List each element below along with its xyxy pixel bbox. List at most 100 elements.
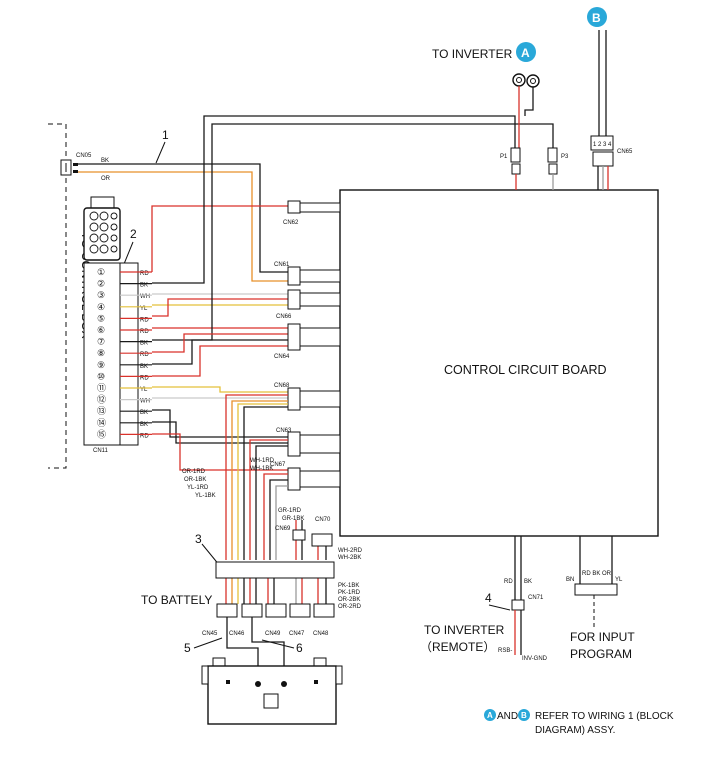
cn71-label: CN71	[528, 595, 544, 601]
cn71-bk-label: BK	[524, 579, 532, 585]
cn11-pin-number: ⑧	[97, 348, 105, 358]
inv-gnd-label: INV-GND	[522, 656, 548, 662]
wire-label-yl1bk: YL-1BK	[195, 493, 216, 499]
cn11-wire-color: RD	[140, 329, 149, 335]
remote-label-1: TO INVERTER	[424, 623, 505, 637]
bn-label: BN	[566, 577, 574, 583]
yl-label: YL	[615, 577, 623, 583]
cn70-connector	[311, 533, 333, 547]
cn11-wire-color: BK	[140, 422, 148, 428]
cn47-label: CN47	[289, 631, 305, 637]
wire-label-wh1bk: WH-1BK	[250, 466, 273, 472]
note-badge-b: B	[521, 711, 527, 720]
cn11-wire-color: BK	[140, 364, 148, 370]
cn05-bk-label: BK	[101, 158, 109, 164]
cn11-pin-number: ⑫	[97, 395, 106, 405]
to-inverter-label: TO INVERTER	[432, 47, 513, 61]
callout-4: 4	[485, 591, 492, 605]
cn11-pin-number: ⑭	[97, 418, 106, 428]
cn05-label: CN05	[76, 153, 92, 159]
harness-clamp	[215, 561, 335, 579]
wire-label-gr1bk: GR-1BK	[282, 516, 304, 522]
cn48-label: CN48	[313, 631, 329, 637]
p3-label: P3	[561, 154, 569, 160]
cn11-label: CN11	[93, 448, 109, 454]
note-and: AND	[497, 711, 518, 722]
wire-label-wh1rd: WH-1RD	[250, 458, 275, 464]
cn66-label: CN66	[276, 314, 292, 320]
cn11-wire-color: BK	[140, 410, 148, 416]
cn11-wire-color: RD	[140, 271, 149, 277]
note-text-1: REFER TO WIRING 1 (BLOCK	[535, 711, 674, 722]
p1-label: P1	[500, 154, 508, 160]
badge-a-letter: A	[521, 46, 530, 60]
callout-6: 6	[296, 641, 303, 655]
callout-5: 5	[184, 641, 191, 655]
cn46-label: CN46	[229, 631, 245, 637]
wire-label-gr1rd: GR-1RD	[278, 508, 302, 514]
cn11-pin-number: ④	[97, 302, 105, 312]
cn65-label: CN65	[617, 149, 633, 155]
cn11-pin-number: ⑮	[97, 429, 106, 439]
cn11-pin-number: ⑨	[97, 360, 105, 370]
control-circuit-board	[339, 189, 659, 537]
badge-a-icon	[516, 42, 536, 62]
badge-b-letter: B	[592, 11, 601, 25]
harness-wires	[225, 394, 327, 604]
input-program-label-1: FOR INPUT	[570, 630, 635, 644]
cn11-pin-number: ⑬	[97, 406, 106, 416]
cn65-pins: 1 2 3 4	[593, 142, 612, 148]
cn11-wire-color: BK	[140, 341, 148, 347]
to-battery-label: TO BATTELY	[141, 593, 212, 607]
cn11-wire-color: BK	[140, 283, 148, 289]
callout-2: 2	[130, 227, 137, 241]
callout-3: 3	[195, 532, 202, 546]
rsb-label: RSB-	[498, 648, 512, 654]
cn11-wire-color: WH	[140, 399, 150, 405]
cn11-wire-color: YL	[140, 387, 148, 393]
cn11-wire-color: RD	[140, 433, 149, 439]
cn69-label: CN69	[275, 526, 291, 532]
battery-connectors: CN45 CN46 CN49 CN47 CN48	[202, 603, 335, 637]
wire-label-wh2bk: WH-2BK	[338, 555, 361, 561]
connector-block-icon	[83, 196, 121, 261]
cn63-label: CN63	[276, 428, 292, 434]
wire-label-or2rd: OR-2RD	[338, 604, 362, 610]
cn11-wire-color: RD	[140, 317, 149, 323]
cn11-pin-number: ⑩	[97, 371, 105, 381]
board-label: CONTROL CIRCUIT BOARD	[444, 363, 607, 377]
note-badge-a: A	[487, 711, 493, 720]
cn70-label: CN70	[315, 517, 331, 523]
wire-label-pk1rd: PK-1RD	[338, 590, 361, 596]
input-program-connector	[574, 583, 618, 596]
cn64-label: CN64	[274, 354, 290, 360]
cn11-pin-number: ②	[97, 279, 105, 289]
note-badge-a-icon	[484, 709, 496, 721]
note-text-2: DIAGRAM) ASSY.	[535, 725, 615, 736]
callout-1: 1	[162, 128, 169, 142]
badge-b-icon	[587, 7, 607, 27]
cn11-wires	[151, 115, 554, 471]
cn71-connector	[511, 599, 525, 611]
cn71-rd-label: RD	[504, 579, 513, 585]
battery-icon	[201, 657, 343, 725]
cn11-wire-color: RD	[140, 352, 149, 358]
input-program-label-2: PROGRAM	[570, 647, 632, 661]
remote-label-2: （REMOTE）	[420, 640, 495, 654]
cn69-connector	[292, 529, 306, 541]
wire-label-or1rd: OR-1RD	[182, 469, 206, 475]
cn11-pin-number: ⑤	[97, 313, 105, 323]
cn67-label: CN67	[270, 462, 286, 468]
wire-label-or2bk: OR-2BK	[338, 597, 360, 603]
board-connectors: CN62 CN61 CN66 CN64 CN68 CN63 CN67	[270, 200, 341, 491]
cn11-pin-number: ③	[97, 290, 105, 300]
cn68-label: CN68	[274, 383, 290, 389]
cn49-label: CN49	[265, 631, 281, 637]
cn11-pin-number: ⑥	[97, 325, 105, 335]
wire-label-pk1bk: PK-1BK	[338, 583, 359, 589]
cn11-pin-number: ⑦	[97, 337, 105, 347]
cn11-wire-color: YL	[140, 306, 148, 312]
cn62-label: CN62	[283, 220, 299, 226]
